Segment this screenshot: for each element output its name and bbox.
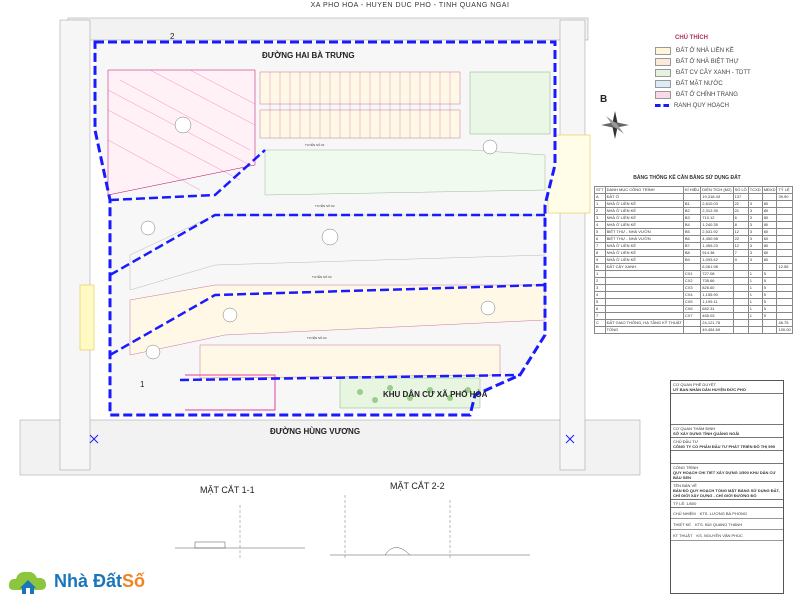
section-mark-1: 1: [140, 380, 145, 389]
legend-item: ĐẤT MẶT NƯỚC: [655, 78, 780, 89]
title-block: CƠ QUAN PHÊ DUYỆT UỶ BAN NHÂN DÂN HUYỆN …: [670, 380, 784, 594]
table-title: BẢNG THỐNG KÊ CÂN BẰNG SỬ DỤNG ĐẤT: [633, 175, 741, 181]
cut-label-1: MẶT CẮT 1-1: [200, 485, 255, 495]
house-cloud-icon: [8, 571, 46, 594]
left-road: [59, 19, 91, 471]
block-b5: [129, 284, 546, 356]
table-header-row: STT DANH MỤC CÔNG TRÌNH KÍ HIỆU DIỆN TÍC…: [594, 186, 793, 194]
adjusted-area: [185, 374, 276, 411]
road-label-03: TUYẾN SỐ 03: [312, 275, 332, 279]
yellow-lot-left: [79, 284, 95, 351]
land-use-table: BẢNG THỐNG KÊ CÂN BẰNG SỬ DỤNG ĐẤT STT D…: [594, 175, 793, 334]
park-bottom: [339, 377, 481, 409]
watermark-logo: Nhà Đất Số: [6, 566, 146, 596]
bottom-road: [19, 419, 641, 476]
watermark-text-1: Nhà Đất: [54, 570, 123, 591]
right-road: [559, 19, 586, 471]
legend-item: RANH QUY HOẠCH: [655, 100, 780, 111]
legend-item: ĐẤT Ở CHỈNH TRANG: [655, 89, 780, 100]
legend-item: ĐẤT CV CÂY XANH - TDTT: [655, 67, 780, 78]
north-letter: B: [600, 94, 608, 105]
block-b3: [264, 149, 546, 196]
road-label-bottom: ĐƯỜNG HÙNG VƯƠNG: [270, 427, 361, 436]
cut-label-2: MẶT CẮT 2-2: [390, 481, 445, 491]
top-road: [67, 17, 589, 41]
area-label: KHU DÂN CƯ XÃ PHỔ HÒA: [383, 390, 488, 399]
green-space-top: [469, 71, 551, 135]
road-label-top: ĐƯỜNG HAI BÀ TRƯNG: [262, 51, 355, 60]
road-label-02: TUYẾN SỐ 02: [315, 204, 335, 208]
legend-title: CHÚ THÍCH: [675, 35, 708, 41]
road-label-01: TUYẾN SỐ 01: [305, 143, 325, 147]
section-mark-2: 2: [170, 32, 175, 41]
yellow-lot-right: [547, 134, 591, 214]
table-grid: STT DANH MỤC CÔNG TRÌNH KÍ HIỆU DIỆN TÍC…: [594, 186, 793, 334]
section-drawing-1: [175, 505, 305, 560]
legend: CHÚ THÍCH ĐẤT Ở NHÀ LIỀN KỀ ĐẤT Ở NHÀ BI…: [655, 35, 780, 111]
legend-item: ĐẤT Ở NHÀ BIỆT THỰ: [655, 56, 780, 67]
planning-boundary: [93, 40, 557, 417]
block-b6: [199, 344, 501, 379]
road-label-04: TUYẾN SỐ 04: [307, 336, 327, 340]
compass-rose-icon: [601, 111, 629, 139]
legend-item: ĐẤT Ở NHÀ LIỀN KỀ: [655, 45, 780, 56]
watermark-text-2: Số: [122, 570, 146, 591]
drawing-header: XA PHO HOA - HUYEN DUC PHO - TINH QUANG …: [310, 2, 510, 9]
section-drawing-2: [330, 495, 530, 560]
